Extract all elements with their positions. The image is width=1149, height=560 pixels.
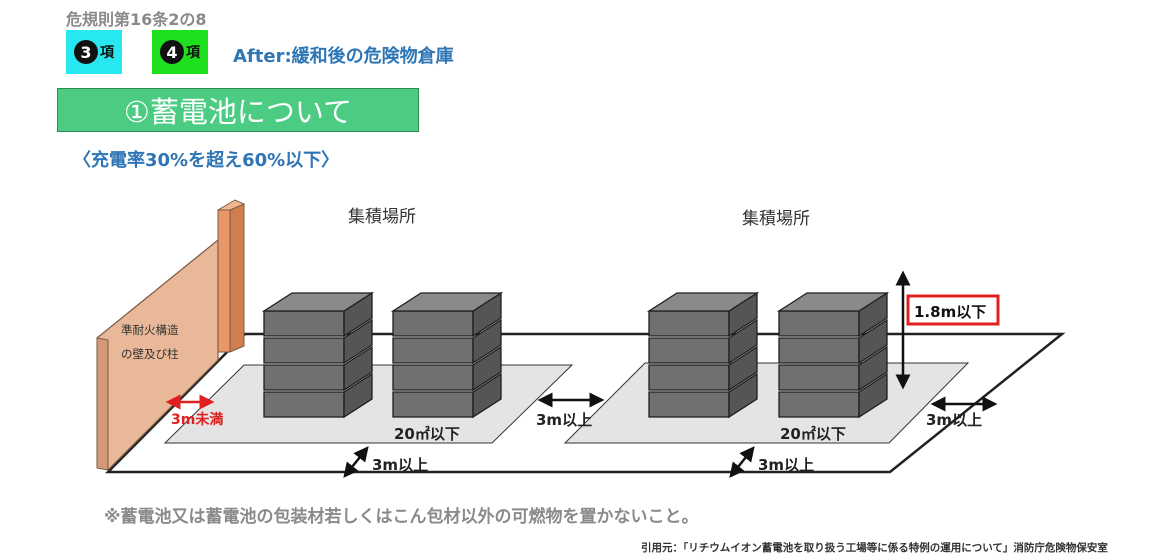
wall-label-line2: の壁及び柱 (121, 347, 179, 361)
front-gap-left-arrow (343, 446, 369, 478)
area-left-title: 集積場所 (348, 207, 416, 227)
battery-box-right-2-top (776, 292, 890, 312)
battery-box-right-1-side (728, 372, 758, 419)
battery-box-right-1-front (648, 391, 730, 418)
battery-box-right-2-front (778, 391, 860, 418)
wall-edge (96, 337, 109, 471)
battery-box-left-1-front (263, 364, 345, 391)
height-label-box (906, 294, 1000, 326)
area-right-size-label: 20㎡以下 (780, 425, 846, 443)
battery-box-left-1-top (261, 292, 375, 312)
between-gap-label: 3m以上 (536, 411, 592, 429)
battery-stacks (261, 291, 890, 419)
battery-box-left-2-side (472, 345, 502, 392)
section-title: ①蓄電池について (57, 88, 419, 132)
battery-box-left-2-front (392, 391, 474, 418)
battery-box-left-1-front (263, 337, 345, 364)
battery-box-right-2-front (778, 364, 860, 391)
area-left-size-label: 20㎡以下 (394, 425, 460, 443)
after-title: After:緩和後の危険物倉庫 (233, 46, 454, 67)
battery-box-left-2-side (472, 372, 502, 419)
battery-box-right-1-top (646, 292, 760, 312)
badge-item-4: 4 項 (152, 30, 208, 74)
battery-box-left-2-front (392, 364, 474, 391)
badge-item-3: 3 項 (66, 30, 122, 74)
wall-gap-label: 3m未満 (171, 411, 223, 428)
rule-reference: 危規則第16条2の8 (66, 10, 207, 29)
citation: 引用元：「リチウムイオン蓄電池を取り扱う工場等に係る特例の運用について」消防庁危… (641, 542, 1108, 554)
area-right-title: 集積場所 (742, 209, 810, 229)
pillar (217, 209, 231, 353)
badge-3-suffix: 項 (100, 45, 114, 61)
number-4-icon: 4 (160, 40, 184, 64)
battery-box-left-1-front (263, 391, 345, 418)
battery-box-left-2-side (472, 318, 502, 365)
badge-4-suffix: 項 (186, 45, 200, 61)
battery-box-left-2-front (392, 310, 474, 337)
battery-box-left-2-top (390, 292, 504, 312)
front-gap-right-label: 3m以上 (758, 456, 814, 474)
battery-box-right-1-front (648, 310, 730, 337)
battery-box-right-2-side (858, 345, 888, 392)
battery-box-right-1-side (728, 318, 758, 365)
storage-diagram: 準耐火構造 の壁及び柱 集積場所 集積場所 20㎡以下 20㎡以下 3m未満 3… (96, 199, 1066, 478)
front-gap-right-arrow (729, 446, 755, 478)
battery-box-left-1-side (343, 372, 373, 419)
charge-rate-range: 〈充電率30%を超え60%以下〉 (73, 150, 340, 171)
battery-box-left-1-side (343, 345, 373, 392)
battery-box-right-2-side (858, 318, 888, 365)
combustible-note: ※蓄電池又は蓄電池の包装材若しくはこん包材以外の可燃物を置かないこと。 (104, 507, 699, 527)
battery-box-left-2-front (392, 337, 474, 364)
front-gap-left-label: 3m以上 (372, 456, 428, 474)
battery-box-right-1-front (648, 364, 730, 391)
wall-label-line1: 準耐火構造 (121, 323, 179, 337)
pillar-side (229, 203, 245, 353)
battery-box-right-1-side (728, 345, 758, 392)
side-gap-label: 3m以上 (926, 411, 982, 429)
height-label: 1.8m以下 (914, 303, 986, 321)
battery-box-right-1-front (648, 337, 730, 364)
battery-box-left-1-front (263, 310, 345, 337)
battery-box-left-1-side (343, 318, 373, 365)
battery-box-right-2-front (778, 310, 860, 337)
battery-box-right-2-side (858, 372, 888, 419)
number-3-icon: 3 (74, 40, 98, 64)
battery-box-right-2-front (778, 337, 860, 364)
